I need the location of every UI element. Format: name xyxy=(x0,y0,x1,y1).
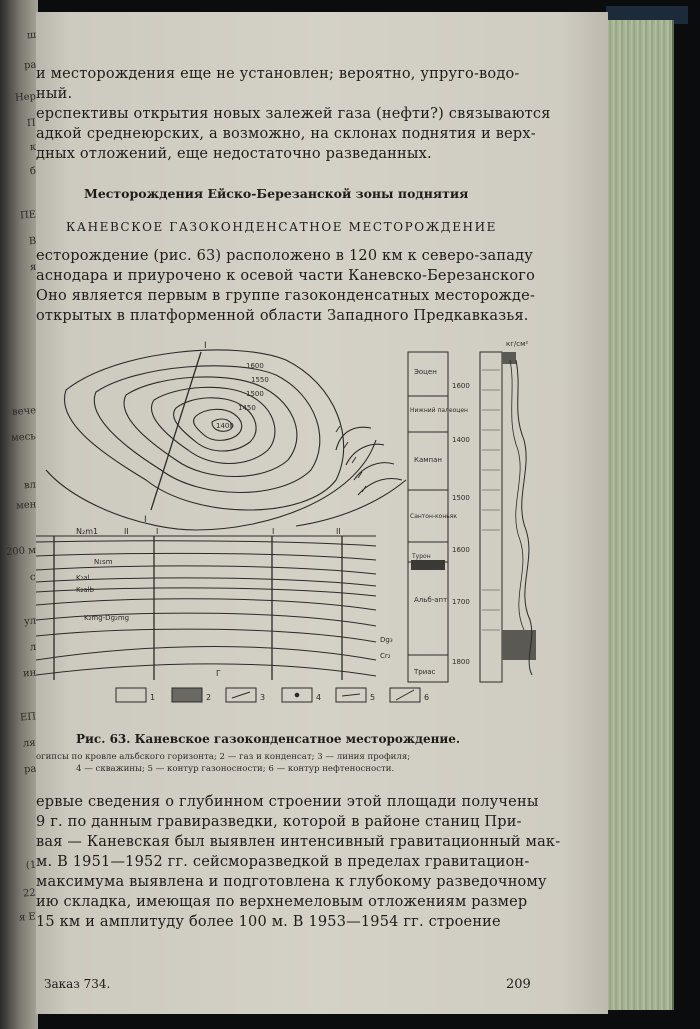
left-fragment: 200 м xyxy=(5,544,37,559)
section-label: K₂al xyxy=(76,574,90,582)
column-unit-label: Кампан xyxy=(414,456,442,464)
body-line: дных отложений, еще недостаточно разведа… xyxy=(36,146,432,162)
section-label: N₂m1 xyxy=(76,527,98,536)
section-label: Dg₃ xyxy=(380,636,393,644)
left-fragment: я Е xyxy=(18,911,37,924)
log-curve xyxy=(515,359,533,676)
column-depth-label: 1600 xyxy=(452,382,470,390)
body-line: 15 км и амплитуду более 100 м. В 1953—19… xyxy=(36,914,501,930)
figure-63: I I 1600 1550 1500 1450 1400 N₂m1 II I xyxy=(36,340,536,703)
column-unit-label: Триас xyxy=(413,668,436,676)
body-line: открытых в платформенной области Западно… xyxy=(36,308,529,324)
body-line: аснодара и приурочено к осевой части Кан… xyxy=(36,268,536,284)
body-line: м. В 1951—1952 гг. сейсморазведкой в пре… xyxy=(36,854,530,870)
section-label: I xyxy=(156,527,158,536)
left-fragment: мен xyxy=(15,499,37,512)
structure-map xyxy=(45,349,407,531)
column-unit-label: Турон xyxy=(411,553,431,560)
body-line: ерспективы открытия новых залежей газа (… xyxy=(36,106,551,122)
column-depth-label: 1800 xyxy=(452,658,470,666)
map-depth-label: 1500 xyxy=(246,390,264,398)
map-profile-label: I xyxy=(144,515,147,525)
subsection-heading: КАНЕВСКОЕ ГАЗОКОНДЕНСАТНОЕ МЕСТОРОЖДЕНИЕ xyxy=(66,220,498,234)
figure-legend-text: огипсы по кровле альбского горизонта; 2 … xyxy=(36,752,411,762)
page-number: 209 xyxy=(506,977,531,992)
map-depth-label: 1400 xyxy=(216,422,234,430)
section-label: I xyxy=(272,527,274,536)
left-fragment: месь xyxy=(10,431,37,444)
section-heading: Месторождения Ейско-Березанской зоны под… xyxy=(84,186,469,201)
body-line: ервые сведения о глубинном строении этой… xyxy=(36,794,539,810)
body-line: 9 г. по данным гравиразведки, которой в … xyxy=(36,814,522,830)
map-profile-label: I xyxy=(204,341,207,351)
left-fragment: ра xyxy=(23,763,37,776)
left-fragment: (1 xyxy=(25,859,37,872)
section-label: II xyxy=(124,527,129,536)
legend-number: 5 xyxy=(370,693,375,702)
left-page-margin: ш ра Нер П к б ПЕ В я вече месь вл мен 2… xyxy=(0,0,38,1029)
section-label: Г xyxy=(216,669,221,678)
body-line: Оно является первым в группе газоконденс… xyxy=(36,288,536,304)
lithology-fill xyxy=(482,369,500,631)
body-line: ный. xyxy=(36,86,73,102)
section-label: II xyxy=(336,527,341,536)
column-unit-label: Сантон-коньяк xyxy=(410,513,457,520)
body-line: вая — Каневская был выявлен интенсивный … xyxy=(36,834,561,850)
map-hatch xyxy=(335,425,367,493)
column-unit-label: кг/см² xyxy=(506,340,528,348)
book-cover-edge xyxy=(606,6,688,24)
legend-number: 4 xyxy=(316,693,321,702)
left-fragment: ЕП xyxy=(19,711,37,724)
body-line: ию складка, имеющая по верхнемеловым отл… xyxy=(36,894,528,910)
figure-legend-text: 4 — скважины; 5 — контур газоносности; 6… xyxy=(76,764,395,774)
section-label: N₁sm xyxy=(94,558,113,566)
body-line: максимума выявлена и подготовлена к глуб… xyxy=(36,874,547,890)
book-page: и месторождения еще не установлен; вероя… xyxy=(36,12,608,1014)
left-fragment: Нер xyxy=(14,91,37,104)
column-depth-label: 1500 xyxy=(452,494,470,502)
section-label: K₂alb xyxy=(76,586,95,594)
page-edges xyxy=(606,20,674,1010)
body-line: и месторождения еще не установлен; вероя… xyxy=(36,66,520,82)
left-fragment: ш xyxy=(26,29,37,42)
legend-number: 2 xyxy=(206,693,211,702)
legend-number: 6 xyxy=(424,693,429,702)
body-line: адкой среднеюрских, а возможно, на склон… xyxy=(36,126,536,142)
column-depth-label: 1700 xyxy=(452,598,470,606)
left-fragment: вл xyxy=(23,479,37,492)
left-fragment: ля xyxy=(22,737,37,750)
map-depth-label: 1550 xyxy=(251,376,269,384)
left-fragment: П xyxy=(26,117,37,130)
legend-number: 3 xyxy=(260,693,265,702)
left-fragment: ул xyxy=(23,615,37,628)
strat-dark-band xyxy=(411,560,445,570)
left-fragment: ПЕ xyxy=(19,209,37,222)
body-line: есторождение (рис. 63) расположено в 120… xyxy=(36,248,533,264)
figure-caption: Рис. 63. Каневское газоконденсатное мест… xyxy=(76,732,461,746)
column-depth-label: 1600 xyxy=(452,546,470,554)
column-unit-label: Эоцен xyxy=(414,368,437,376)
legend-number: 1 xyxy=(150,693,155,702)
column-unit-label: Нижний палеоцен xyxy=(410,407,468,414)
map-depth-label: 1600 xyxy=(246,362,264,370)
column-unit-label: Альб-апт xyxy=(414,596,447,604)
left-fragment: ра xyxy=(23,59,37,72)
left-fragment: ин xyxy=(22,667,37,680)
column-depth-label: 1400 xyxy=(452,436,470,444)
strat-dark-band xyxy=(502,352,516,364)
legend-boxes xyxy=(115,687,421,703)
log-curve xyxy=(509,359,525,631)
section-label: K₂mg-Dg₂mg xyxy=(84,614,129,622)
left-fragment: вече xyxy=(11,405,37,418)
print-order-number: Заказ 734. xyxy=(44,977,111,991)
section-label: Cr₂ xyxy=(380,652,391,660)
left-fragment: 22 xyxy=(22,887,37,900)
strat-dark-band xyxy=(502,630,536,660)
map-depth-label: 1450 xyxy=(238,404,256,412)
cross-section xyxy=(36,535,377,680)
